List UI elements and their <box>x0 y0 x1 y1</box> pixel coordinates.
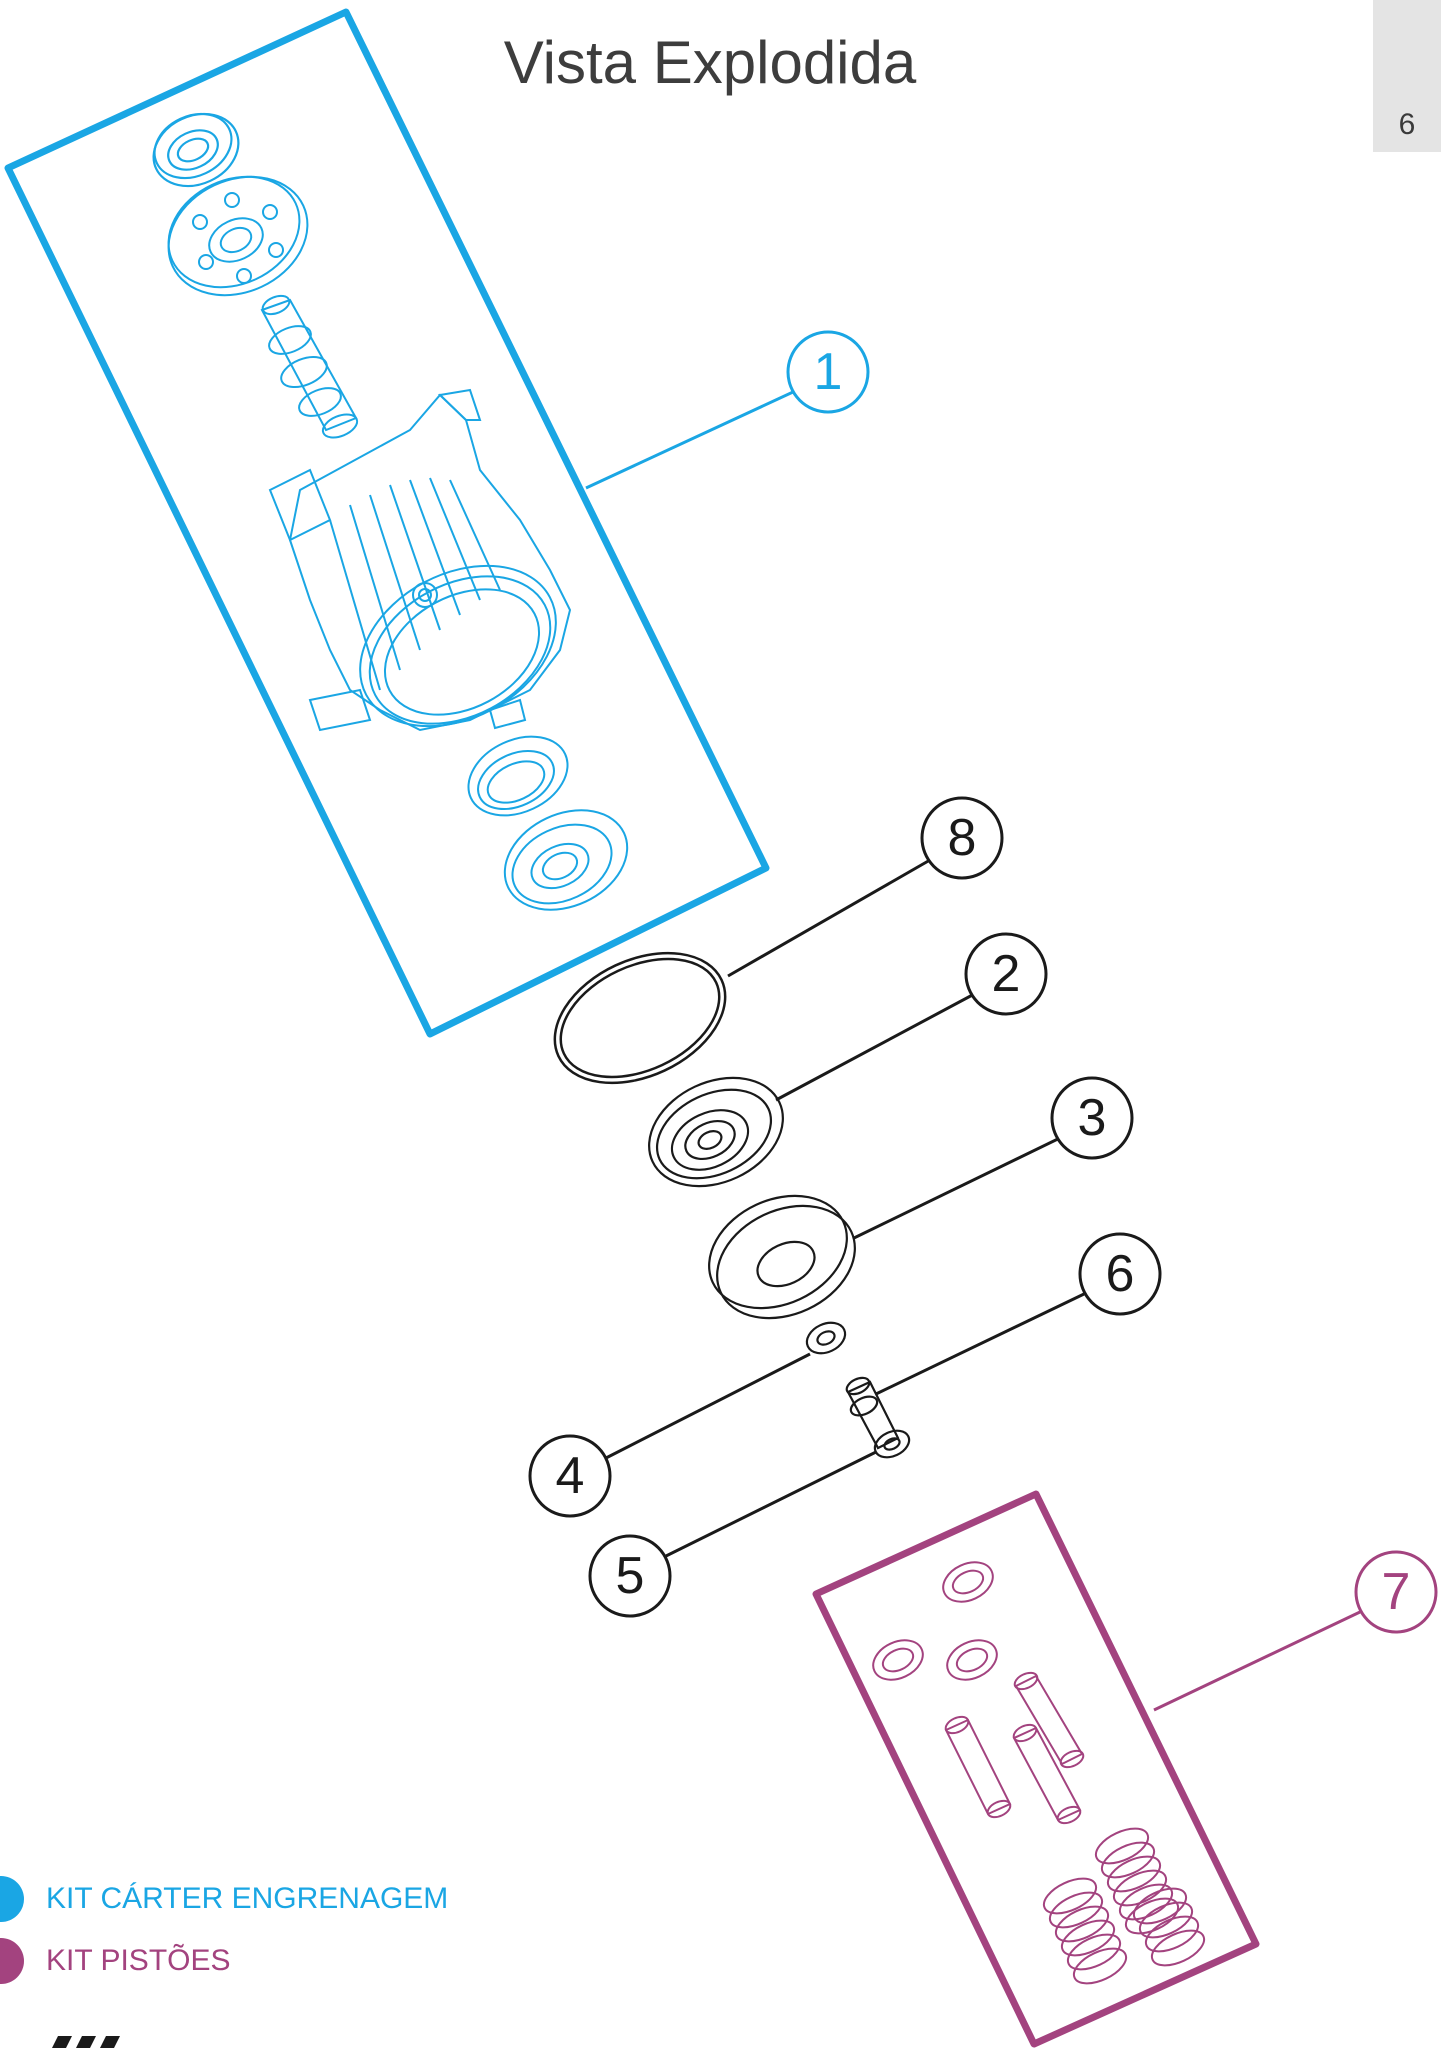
circlip-parts <box>872 1561 998 1681</box>
callout-6-circle <box>1078 1232 1162 1316</box>
legend-label-kit-pistoes: KIT PISTÕES <box>46 1944 231 1977</box>
callout-2-number: 2 <box>992 945 1021 1003</box>
logo-fragment-icon <box>52 2036 120 2048</box>
lower-seal-part <box>467 735 569 817</box>
callout-8-number: 8 <box>948 809 977 867</box>
page-number: 6 <box>1398 108 1416 141</box>
lower-bearing-part <box>503 809 629 911</box>
spring-parts <box>1042 1827 1206 1985</box>
bolt-part <box>845 1376 911 1459</box>
piston-parts <box>944 1671 1085 1825</box>
kit-carter-group <box>4 8 870 1038</box>
callout-2-circle <box>964 932 1048 1016</box>
page-tab <box>1373 0 1441 152</box>
callout-5-leader <box>665 1450 877 1558</box>
callout-7-leader <box>1153 1610 1361 1712</box>
callout-3-leader <box>853 1134 1065 1240</box>
callout-8-leader <box>727 858 931 978</box>
callout-3-number: 3 <box>1078 1089 1107 1147</box>
callout-6-number: 6 <box>1106 1245 1135 1303</box>
callout-2-leader <box>775 990 979 1102</box>
individual-parts-group <box>528 796 1162 1618</box>
top-bearing-part <box>152 112 240 188</box>
shaft-part <box>260 294 359 439</box>
callout-7-circle <box>1354 1550 1438 1634</box>
callout-1-circle <box>786 330 870 414</box>
callout-5-number: 5 <box>616 1547 645 1605</box>
kit-carter-frame <box>4 8 770 1038</box>
callout-1-number: 1 <box>814 343 843 401</box>
valve-seat-part <box>648 1076 784 1188</box>
flange-part <box>167 175 309 297</box>
crankcase-housing-part <box>268 388 572 732</box>
callout-4-number: 4 <box>556 1447 585 1505</box>
o-ring-part <box>553 951 727 1085</box>
callout-5-circle <box>588 1534 672 1618</box>
callout-4-circle <box>528 1434 612 1518</box>
callout-8-circle <box>920 796 1004 880</box>
page-title: Vista Explodida <box>503 29 917 96</box>
callout-6-leader <box>875 1292 1085 1396</box>
washer-part <box>708 1194 856 1320</box>
callout-7-number: 7 <box>1382 1563 1411 1621</box>
callout-3-circle <box>1050 1076 1134 1160</box>
small-washer-part <box>805 1321 847 1355</box>
callout-4-leader <box>605 1352 811 1460</box>
callout-1-leader <box>585 384 807 490</box>
kit-pistoes-frame <box>812 1490 1260 2048</box>
kit-pistoes-group <box>812 1490 1438 2048</box>
legend-label-kit-carter: KIT CÁRTER ENGRENAGEM <box>46 1882 449 1915</box>
